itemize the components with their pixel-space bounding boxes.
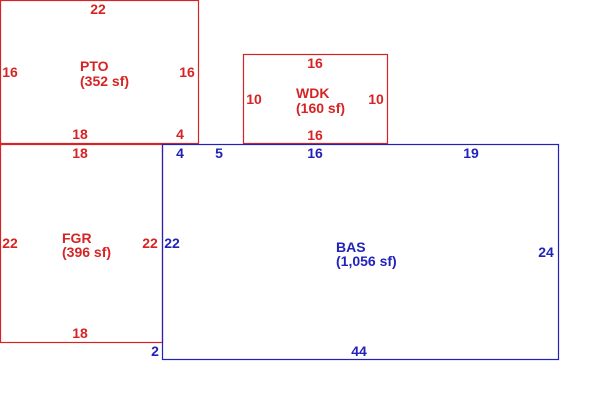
wdk-code-label: WDK — [296, 85, 329, 101]
bas-dim-top-b: 5 — [215, 145, 223, 161]
bas-dim-top-a: 4 — [176, 145, 184, 161]
fgr-area-label: (396 sf) — [62, 244, 111, 260]
wdk-outline — [242, 53, 389, 145]
bas-dim-left: 22 — [164, 235, 180, 251]
bas-dim-bottom: 44 — [351, 343, 367, 359]
wdk-dim-bottom: 16 — [307, 127, 323, 143]
fgr-dim-bottom: 18 — [72, 325, 88, 341]
bas-dim-right: 24 — [538, 244, 554, 260]
wdk-dim-top: 16 — [307, 55, 323, 71]
fgr-dim-right: 22 — [142, 235, 158, 251]
bas-dim-top-d: 19 — [463, 145, 479, 161]
pto-dim-bottom: 18 — [72, 126, 88, 142]
wdk-dim-right: 10 — [368, 91, 384, 107]
bas-code-label: BAS — [336, 239, 366, 255]
bas-area-label: (1,056 sf) — [336, 253, 397, 269]
pto-dim-right: 16 — [179, 64, 195, 80]
pto-outline — [0, 0, 200, 145]
bas-dim-top-c: 16 — [307, 145, 323, 161]
wdk-dim-left: 10 — [246, 91, 262, 107]
bas-dim-offset: 2 — [151, 343, 159, 359]
wdk-area-label: (160 sf) — [296, 100, 345, 116]
pto-code-label: PTO — [80, 58, 109, 74]
pto-area-label: (352 sf) — [80, 73, 129, 89]
pto-dim-left: 16 — [2, 64, 18, 80]
fgr-dim-left: 22 — [2, 235, 18, 251]
pto-dim-bottom-right: 4 — [176, 126, 184, 142]
bas-outline — [161, 143, 560, 361]
pto-dim-top: 22 — [90, 1, 106, 17]
fgr-dim-top: 18 — [72, 145, 88, 161]
fgr-code-label: FGR — [62, 230, 92, 246]
